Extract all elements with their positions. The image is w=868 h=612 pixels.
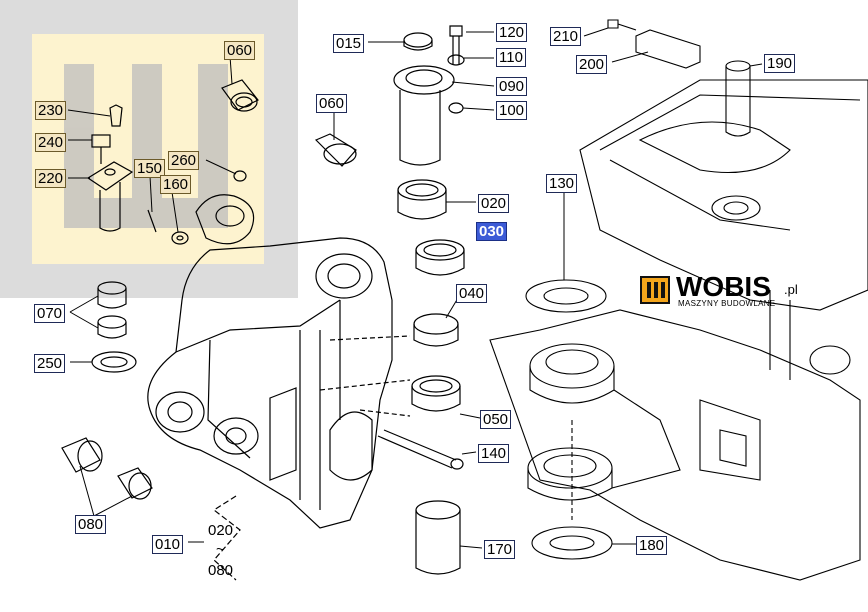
callout-050[interactable]: 050 — [480, 410, 512, 429]
callout-020[interactable]: 020 — [478, 194, 510, 213]
callout-120[interactable]: 120 — [496, 23, 528, 42]
bushing-060-inset — [221, 79, 259, 111]
grease-nipple-230 — [109, 104, 123, 127]
callout-140[interactable]: 140 — [478, 444, 510, 463]
pin-150 — [147, 209, 157, 233]
bushing-170 — [415, 500, 461, 520]
swing-bracket-010 — [147, 237, 393, 529]
callout-240[interactable]: 240 — [35, 133, 67, 152]
pin-090-flange — [393, 65, 455, 95]
callout-060-inset[interactable]: 060 — [224, 41, 256, 60]
callout-060[interactable]: 060 — [316, 94, 348, 113]
callout-230[interactable]: 230 — [35, 101, 67, 120]
fitting-260 — [233, 170, 247, 182]
bolt-210 — [607, 19, 637, 31]
watermark-letter — [64, 64, 228, 228]
callout-200[interactable]: 200 — [576, 55, 608, 74]
bolt-120 — [449, 25, 463, 64]
swing-post — [489, 309, 861, 581]
pin-190 — [725, 60, 751, 72]
callout-130[interactable]: 130 — [546, 174, 578, 193]
leader-lines — [67, 27, 763, 549]
pin-plate-220 — [86, 161, 134, 191]
washer-100 — [448, 102, 464, 114]
washer-160 — [171, 231, 189, 245]
callout-110[interactable]: 110 — [496, 48, 526, 67]
bushing-020 — [397, 179, 447, 201]
callout-210[interactable]: 210 — [550, 27, 582, 46]
callout-015[interactable]: 015 — [333, 34, 365, 53]
callout-180[interactable]: 180 — [636, 536, 668, 555]
logo-tagline: MASZYNY BUDOWLANE — [678, 299, 776, 308]
washer-110 — [447, 54, 465, 66]
bushing-080-b — [117, 467, 153, 499]
washer-130 — [525, 279, 607, 313]
callout-160[interactable]: 160 — [160, 175, 192, 194]
callout-070[interactable]: 070 — [34, 304, 66, 323]
washer-180 — [531, 526, 613, 560]
callout-190[interactable]: 190 — [764, 54, 796, 73]
range-tilde: ~ — [216, 541, 225, 558]
callout-030[interactable]: 030 — [476, 222, 508, 241]
bushing-050 — [411, 375, 461, 397]
callout-040[interactable]: 040 — [456, 284, 488, 303]
upper-frame — [579, 79, 868, 311]
wobis-logo: WOBIS .pl MASZYNY BUDOWLANE — [640, 271, 810, 310]
washer-250 — [91, 351, 137, 373]
bushing-080-a — [61, 437, 101, 473]
callout-100[interactable]: 100 — [496, 101, 528, 120]
bushing-070-bottom — [97, 315, 127, 329]
bushing-040 — [413, 313, 459, 335]
callout-250[interactable]: 250 — [34, 354, 66, 373]
callout-080[interactable]: 080 — [75, 515, 107, 534]
pin-140 — [377, 429, 457, 469]
logo-domain: .pl — [784, 282, 798, 297]
range-end: 080 — [208, 562, 234, 579]
wobis-logo-icon — [640, 276, 670, 304]
callout-220[interactable]: 220 — [35, 169, 67, 188]
callout-260[interactable]: 260 — [168, 151, 200, 170]
pin-090-shaft — [399, 90, 441, 166]
callout-170[interactable]: 170 — [484, 540, 516, 559]
plate-200 — [635, 29, 701, 69]
callout-090[interactable]: 090 — [496, 77, 528, 96]
logo-wordmark: WOBIS — [676, 271, 771, 302]
callout-010[interactable]: 010 — [152, 535, 184, 554]
callout-150[interactable]: 150 — [134, 159, 166, 178]
range-start: 020 — [208, 522, 234, 539]
seal-030 — [415, 239, 465, 261]
cap-015 — [403, 32, 433, 48]
